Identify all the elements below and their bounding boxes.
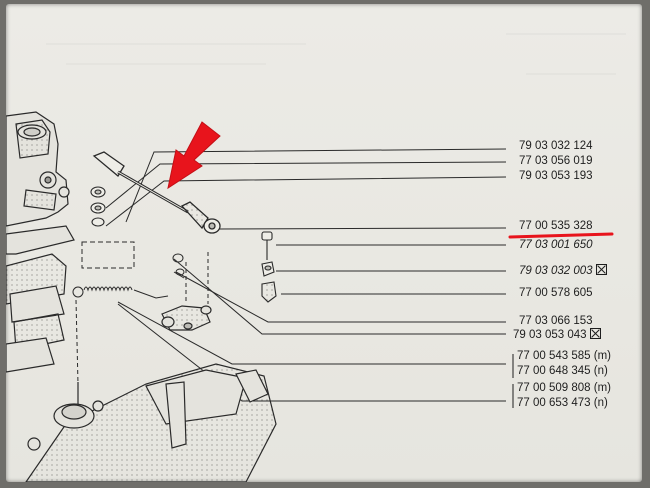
engine-casting — [25, 363, 277, 482]
linkage-rod — [92, 151, 221, 234]
carburettor-drawing — [6, 111, 75, 373]
part-number-8: 77 03 066 153 — [519, 315, 593, 327]
red-arrow — [167, 121, 221, 190]
part-number-7: 77 00 578 605 — [519, 287, 593, 299]
lever-bracket — [161, 305, 212, 331]
fasteners — [261, 231, 277, 303]
return-spring — [72, 253, 185, 299]
part-number-1: 79 03 032 124 — [519, 140, 593, 152]
part-number-5: 77 03 001 650 — [519, 239, 593, 251]
part-number-12: 77 00 509 808 (m) — [517, 382, 611, 394]
part-number-13: 77 00 653 473 (n) — [517, 397, 608, 409]
dashed-callout-box — [81, 241, 135, 269]
catalog-page: 79 03 032 124 77 03 056 019 79 03 053 19… — [6, 4, 642, 482]
part-number-6-text: 79 03 032 003 — [519, 265, 593, 277]
leader-lines — [75, 148, 507, 402]
part-number-2: 77 03 056 019 — [519, 155, 593, 167]
exploded-diagram — [6, 33, 626, 482]
part-number-3: 79 03 053 193 — [519, 170, 593, 182]
part-number-6: 79 03 032 003 — [519, 264, 607, 277]
part-number-4-highlighted: 77 00 535 328 — [519, 220, 593, 232]
bleed-through-marks — [46, 33, 626, 75]
cross-box-icon — [589, 328, 601, 339]
red-highlight-underline — [508, 232, 614, 239]
part-number-10: 77 00 543 585 (m) — [517, 350, 611, 362]
part-number-9-text: 79 03 053 043 — [513, 329, 587, 341]
washers — [90, 186, 106, 227]
cross-box-icon — [595, 264, 607, 275]
part-number-9: 79 03 053 043 — [513, 328, 601, 341]
part-number-11: 77 00 648 345 (n) — [517, 365, 608, 377]
